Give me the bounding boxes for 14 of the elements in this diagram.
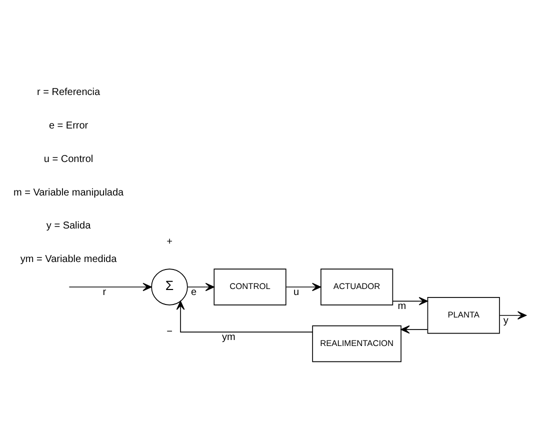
label: r = Referencia [37, 86, 100, 98]
label: e = Error [48, 120, 88, 132]
label: u = Control [44, 153, 94, 164]
label: + [166, 236, 172, 248]
edge-label: y [503, 314, 508, 326]
edge-label: r [102, 286, 106, 298]
label: m = Variable manipulada [13, 186, 124, 198]
edge-label: e [191, 286, 197, 298]
label: y = Salida [46, 220, 91, 232]
edge-label: u [294, 286, 300, 298]
edge-label: ym [222, 332, 236, 343]
label: ym = Variable medida [20, 254, 117, 265]
edge-label: m [398, 300, 406, 312]
label: − [166, 326, 172, 338]
